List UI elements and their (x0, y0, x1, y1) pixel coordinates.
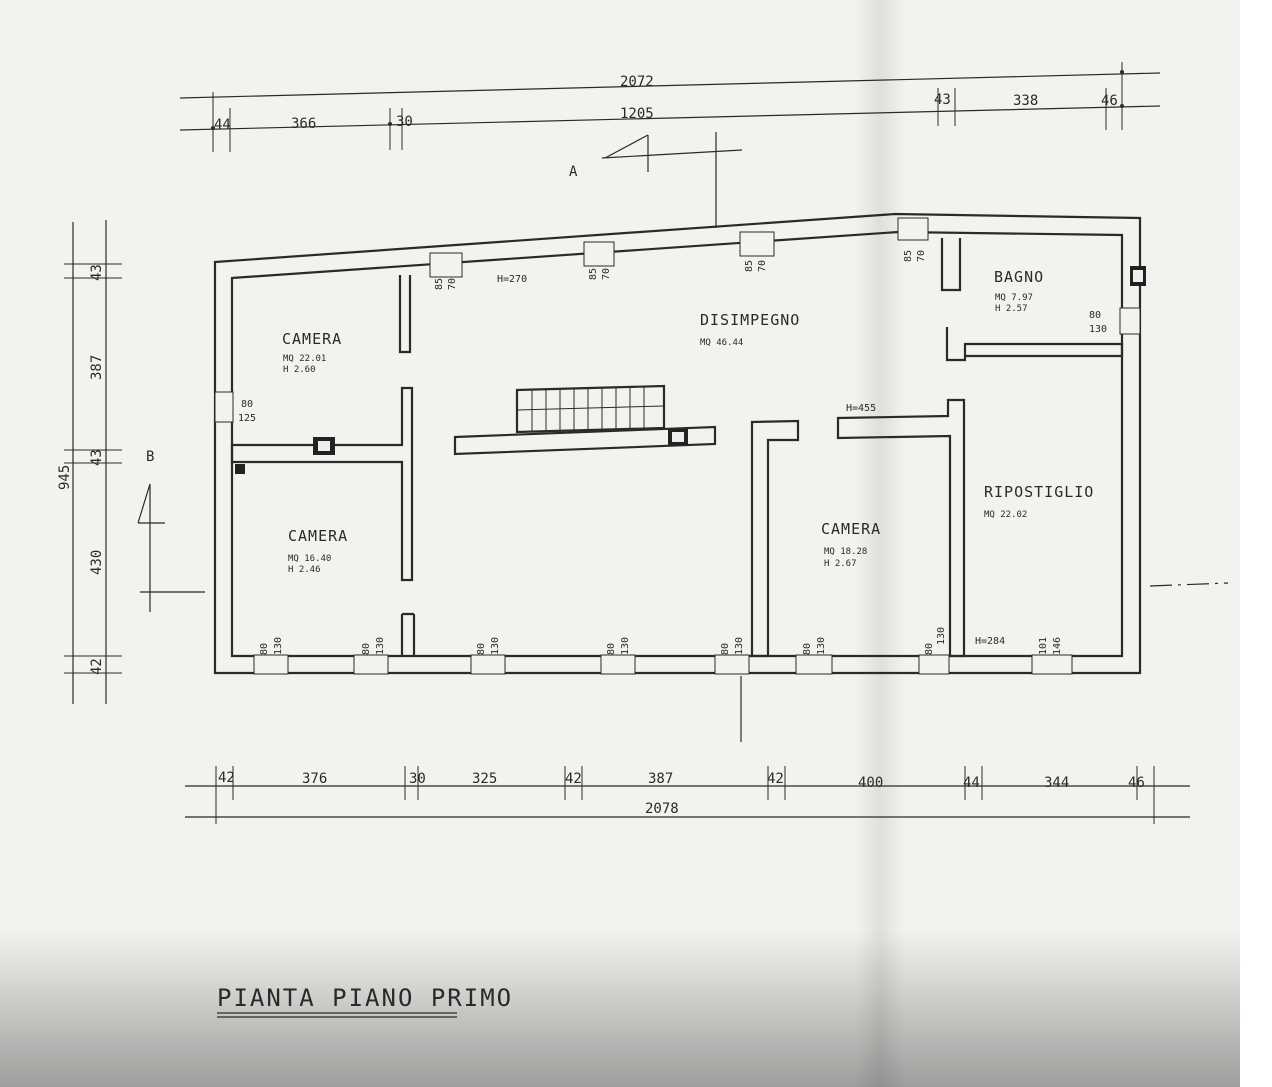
dim-top-seg: 366 (291, 116, 316, 132)
section-label-a: A (569, 164, 578, 180)
dim-top-mid: 1205 (620, 106, 654, 122)
opening-label: 85 (434, 278, 445, 290)
room-area: MQ 18.28 (824, 547, 867, 557)
dim-top-overall: 2072 (620, 74, 654, 90)
room-height: H 2.57 (995, 304, 1028, 314)
dim-left-seg: 43 (89, 264, 105, 281)
room-name: CAMERA (282, 330, 342, 348)
room-name: DISIMPEGNO (700, 311, 800, 329)
opening-label: 130 (273, 637, 284, 655)
opening-label: 130 (816, 637, 827, 655)
dim-bottom-seg: 44 (963, 775, 980, 791)
page-margin (1240, 0, 1272, 1087)
opening-label: 85 (903, 250, 914, 262)
dim-bottom-seg: 42 (218, 770, 235, 786)
height-label: H=455 (846, 403, 876, 414)
dim-bottom-seg: 344 (1044, 775, 1069, 791)
opening-label: 85 (744, 260, 755, 272)
opening-label: 80 (241, 399, 253, 410)
room-area: MQ 16.40 (288, 554, 331, 564)
paper-sheet (0, 0, 1240, 1087)
opening-label: 70 (447, 278, 458, 290)
dim-top-seg: 44 (214, 117, 231, 133)
room-area: MQ 7.97 (995, 293, 1033, 303)
opening-label: 125 (238, 413, 256, 424)
opening-label: 70 (757, 260, 768, 272)
opening-label: 130 (734, 637, 745, 655)
room-name: CAMERA (821, 520, 881, 538)
dim-bottom-seg: 46 (1128, 775, 1145, 791)
walls (213, 212, 1146, 675)
bottom-dimensions: 2078 42 376 30 325 42 387 42 400 44 344 … (185, 766, 1190, 824)
dim-left-seg: 43 (89, 449, 105, 466)
section-mark-a: A (569, 132, 743, 228)
room-labels: CAMERA MQ 22.01 H 2.60 CAMERA MQ 16.40 H… (282, 268, 1094, 647)
room-name: BAGNO (994, 268, 1044, 286)
room-name: RIPOSTIGLIO (984, 483, 1094, 501)
opening-label: 130 (375, 637, 386, 655)
openings (214, 217, 1141, 675)
dim-bottom-overall: 2078 (645, 801, 679, 817)
dim-bottom-seg: 400 (858, 775, 883, 791)
height-label: H=284 (975, 636, 1005, 647)
opening-label: 70 (916, 250, 927, 262)
opening-label: 80 (1089, 310, 1101, 321)
room-area: MQ 46.44 (700, 338, 743, 348)
room-height: H 2.46 (288, 565, 321, 575)
opening-label: 85 (588, 268, 599, 280)
dim-bottom-seg: 387 (648, 771, 673, 787)
opening-label: 130 (1089, 324, 1107, 335)
section-mark-b: B (137, 449, 1229, 742)
opening-label: 80 (476, 643, 487, 655)
opening-label: 80 (802, 643, 813, 655)
opening-label: 80 (720, 643, 731, 655)
dim-bottom-seg: 30 (409, 771, 426, 787)
drawing-title: PIANTA PIANO PRIMO (217, 984, 513, 1018)
bottom-shadow (0, 930, 1240, 1087)
dim-left-seg: 387 (89, 355, 105, 380)
opening-label: 70 (601, 268, 612, 280)
dim-bottom-seg: 42 (565, 771, 582, 787)
room-height: H 2.60 (283, 365, 316, 375)
dim-bottom-seg: 42 (767, 771, 784, 787)
paper-fold (855, 0, 905, 1087)
opening-label: 130 (936, 627, 947, 645)
section-label-b: B (146, 449, 154, 465)
dim-left-overall: 945 (57, 465, 73, 490)
left-dimensions: 945 43 387 43 430 42 (57, 220, 122, 704)
dim-left-seg: 42 (89, 658, 105, 675)
dim-top-seg: 30 (396, 114, 413, 130)
room-name: CAMERA (288, 527, 348, 545)
opening-label: 80 (606, 643, 617, 655)
room-height: H 2.67 (824, 559, 857, 569)
opening-label: 130 (490, 637, 501, 655)
opening-label: 80 (924, 643, 935, 655)
drawing-title-text: PIANTA PIANO PRIMO (217, 984, 513, 1012)
room-area: MQ 22.02 (984, 510, 1027, 520)
height-label: H=270 (497, 274, 527, 285)
opening-label: 80 (361, 643, 372, 655)
dim-bottom-seg: 325 (472, 771, 497, 787)
dim-bottom-seg: 376 (302, 771, 327, 787)
dim-top-seg: 43 (934, 92, 951, 108)
opening-label: 146 (1052, 637, 1063, 655)
opening-labels: 85 70 85 70 85 70 85 70 80 125 80 130 80… (238, 250, 1107, 655)
top-dimensions: 2072 1205 44 366 30 43 338 46 (179, 62, 1161, 152)
opening-label: 80 (259, 643, 270, 655)
opening-label: 101 (1038, 637, 1049, 655)
dim-top-seg: 46 (1101, 93, 1118, 109)
room-area: MQ 22.01 (283, 354, 326, 364)
dim-left-seg: 430 (89, 550, 105, 575)
dim-top-seg: 338 (1013, 93, 1038, 109)
opening-label: 130 (620, 637, 631, 655)
